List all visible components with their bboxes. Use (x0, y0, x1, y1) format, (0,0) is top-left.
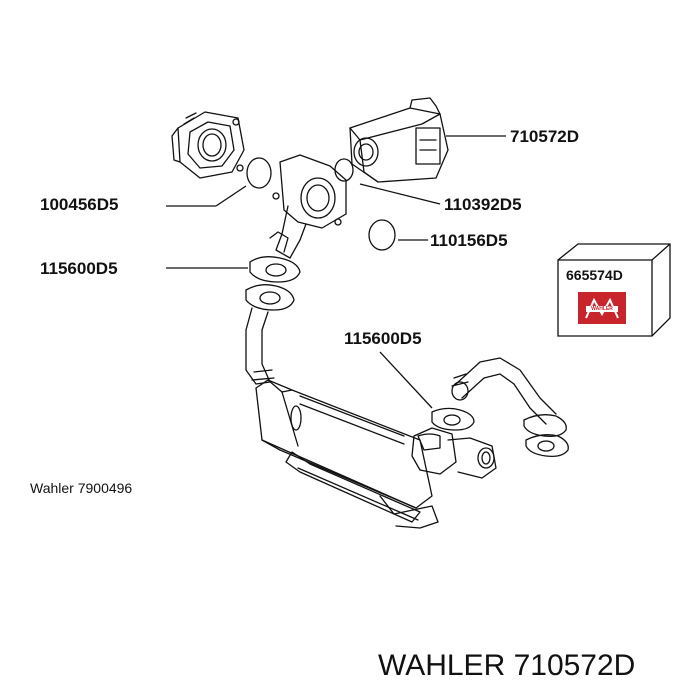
egr-valve-part (349, 97, 449, 183)
return-pipe-part (451, 357, 569, 458)
o-ring-small (246, 157, 272, 189)
label-115600D5-center: 115600D5 (344, 329, 422, 348)
o-ring-large (368, 219, 396, 251)
gasket-upper (245, 256, 301, 311)
label-110156D5: 110156D5 (430, 231, 508, 250)
box-logo-text: WAHLER (591, 306, 613, 312)
label-710572D: 710572D (510, 127, 580, 146)
cooler-outlet-part (411, 407, 497, 479)
footer-title: WAHLER 710572D (378, 649, 636, 682)
label-665574D: 665574D (566, 267, 623, 283)
down-pipe-part (245, 307, 275, 385)
leader-100456-diag (215, 185, 247, 207)
leader-110392 (359, 183, 441, 205)
throttle-body-part (171, 111, 245, 179)
leader-lines (166, 135, 506, 409)
label-115600D5-left: 115600D5 (40, 259, 118, 278)
egr-cooler-part (255, 379, 439, 529)
label-100456D5: 100456D5 (40, 195, 119, 214)
label-110392D5: 110392D5 (444, 195, 522, 214)
intake-adapter-part (269, 154, 347, 259)
wahler-note: Wahler 7900496 (30, 480, 133, 496)
product-box (557, 243, 671, 337)
leader-115600b (379, 351, 433, 409)
